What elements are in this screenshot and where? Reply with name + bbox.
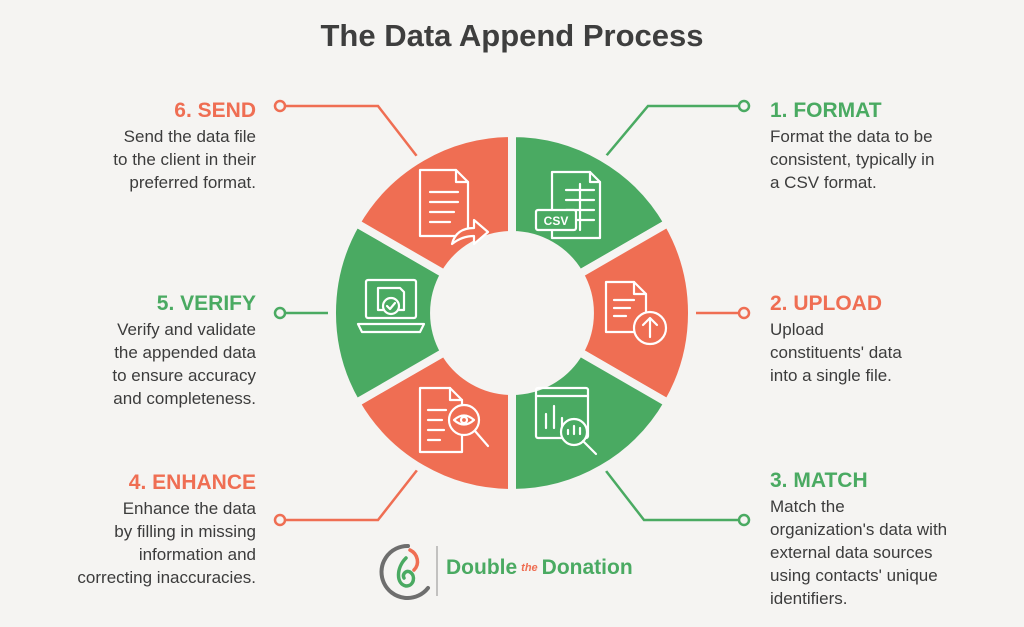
step-enhance: 4. ENHANCE Enhance the data by filling i… [24,470,256,589]
step-heading: 5. VERIFY [156,292,256,315]
desc-line: organization's data with [770,520,948,539]
step-send: 6. SEND Send the data file to the client… [24,98,256,194]
connector-send [280,104,427,169]
desc-line: Enhance the data [122,499,256,518]
connector-match [595,457,742,522]
step-heading: 6. SEND [174,99,256,122]
laptop-checkmark-icon [356,278,426,334]
desc-line: into a single file. [770,366,892,385]
desc-line: correcting inaccuracies. [77,568,256,587]
csv-spreadsheet-icon [534,170,602,240]
desc-line: and completeness. [113,389,256,408]
desc-line: identifiers. [770,589,848,608]
desc-line: external data sources [770,543,933,562]
desc-line: the appended data [114,343,256,362]
dot-enhance [273,513,287,527]
step-description: Format the data to be consistent, typica… [770,125,1000,194]
step-description: Send the data file to the client in thei… [24,125,256,194]
step-upload: 2. UPLOAD Upload constituents' data into… [770,291,1000,387]
desc-line: Verify and validate [117,320,256,339]
desc-line: using contacts' unique [770,566,938,585]
desc-line: a CSV format. [770,173,877,192]
chart-magnifier-icon [534,386,598,456]
desc-line: constituents' data [770,343,902,362]
step-description: Verify and validate the appended data to… [24,318,256,410]
upload-document-icon [604,280,668,346]
desc-line: information and [138,545,256,564]
step-match: 3. MATCH Match the organization's data w… [770,468,1010,610]
connector-format [595,104,744,169]
segment-upload [575,219,696,407]
step-description: Match the organization's data with exter… [770,495,1010,610]
step-heading: 4. ENHANCE [128,471,256,494]
desc-line: to the client in their [113,150,256,169]
step-heading: 2. UPLOAD [770,292,883,315]
dot-match [737,513,751,527]
desc-line: consistent, typically in [770,150,935,169]
step-heading: 1. FORMAT [770,99,882,122]
dot-format [737,99,751,113]
csv-icon-label: CSV [544,214,569,228]
desc-line: to ensure accuracy [112,366,256,385]
segment-format [508,129,672,278]
step-description: Upload constituents' data into a single … [770,318,1000,387]
page-title: The Data Append Process [320,18,704,53]
brand-mark-icon [379,543,438,600]
connector-enhance [282,459,426,522]
desc-line: Match the [770,497,845,516]
step-format: 1. FORMAT Format the data to be consiste… [770,98,1000,194]
desc-line: preferred format. [129,173,256,192]
step-description: Enhance the data by filling in missing i… [24,497,256,589]
document-search-icon [418,386,490,454]
brand-word-double: Double [446,556,518,579]
dot-upload [737,306,751,320]
segment-enhance [352,348,516,497]
desc-line: Format the data to be [770,127,933,146]
desc-line: Upload [770,320,824,339]
desc-line: Send the data file [123,127,256,146]
desc-line: by filling in missing [114,522,256,541]
dot-verify [273,306,287,320]
brand-word-the: the [521,562,538,575]
brand-word-donation: Donation [541,556,633,579]
step-heading: 3. MATCH [770,469,868,492]
step-verify: 5. VERIFY Verify and validate the append… [24,291,256,410]
dot-send [273,99,287,113]
send-document-icon [418,168,490,246]
